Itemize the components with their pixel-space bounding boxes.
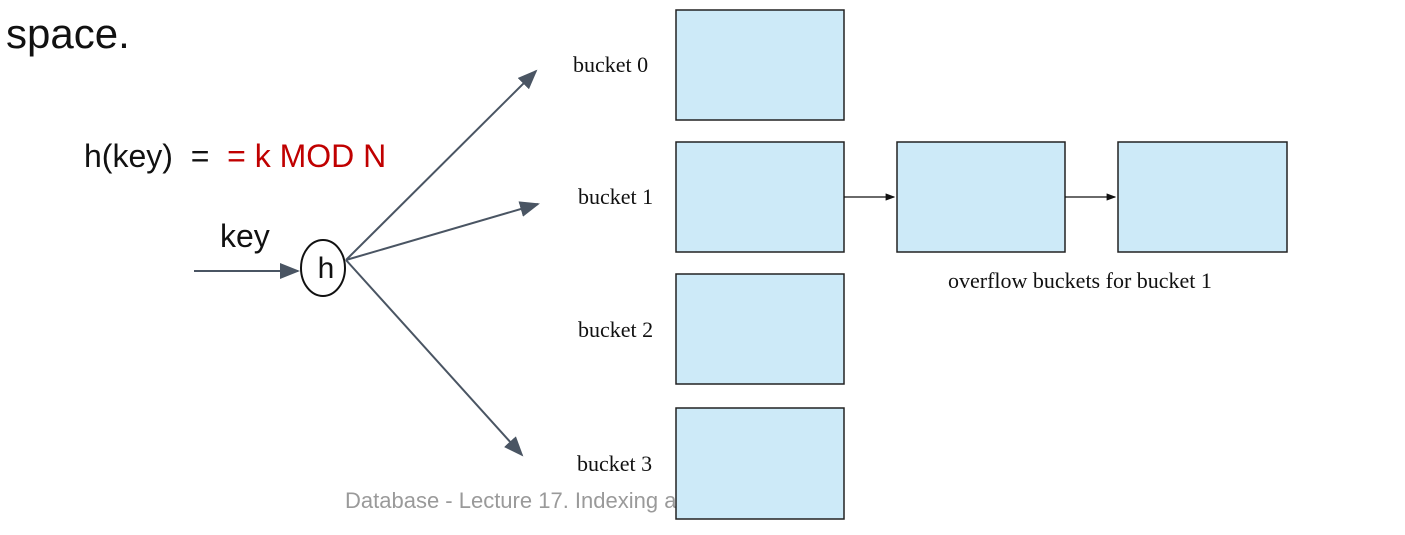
hash-function-node <box>300 239 346 297</box>
slide-text-space: space. <box>6 10 130 57</box>
bucket-0-box <box>675 9 845 121</box>
overflow-caption: overflow buckets for bucket 1 <box>948 268 1212 293</box>
arrow-to-bucket-3 <box>345 259 524 457</box>
formula-lhs: h(key) = <box>84 138 228 174</box>
arrow-to-bucket-0 <box>345 69 538 261</box>
bucket-3-label: bucket 3 <box>577 451 653 476</box>
slide-footer: Database - Lecture 17. Indexing and Hash… <box>345 488 788 513</box>
hash-function-label: h <box>318 252 335 285</box>
bucket-2-label: bucket 2 <box>578 317 654 342</box>
hash-formula: h(key) = = k MOD N <box>84 138 386 175</box>
formula-rhs: = k MOD N <box>227 138 387 174</box>
overflow-bucket-1 <box>896 141 1066 253</box>
bucket-0-label: bucket 0 <box>573 52 649 77</box>
bucket-2-box <box>675 273 845 385</box>
overflow-bucket-2 <box>1117 141 1288 253</box>
bucket-1-box <box>675 141 845 253</box>
arrow-to-bucket-1 <box>345 201 540 261</box>
bucket-1-label: bucket 1 <box>578 184 654 209</box>
key-label: key <box>220 218 270 254</box>
